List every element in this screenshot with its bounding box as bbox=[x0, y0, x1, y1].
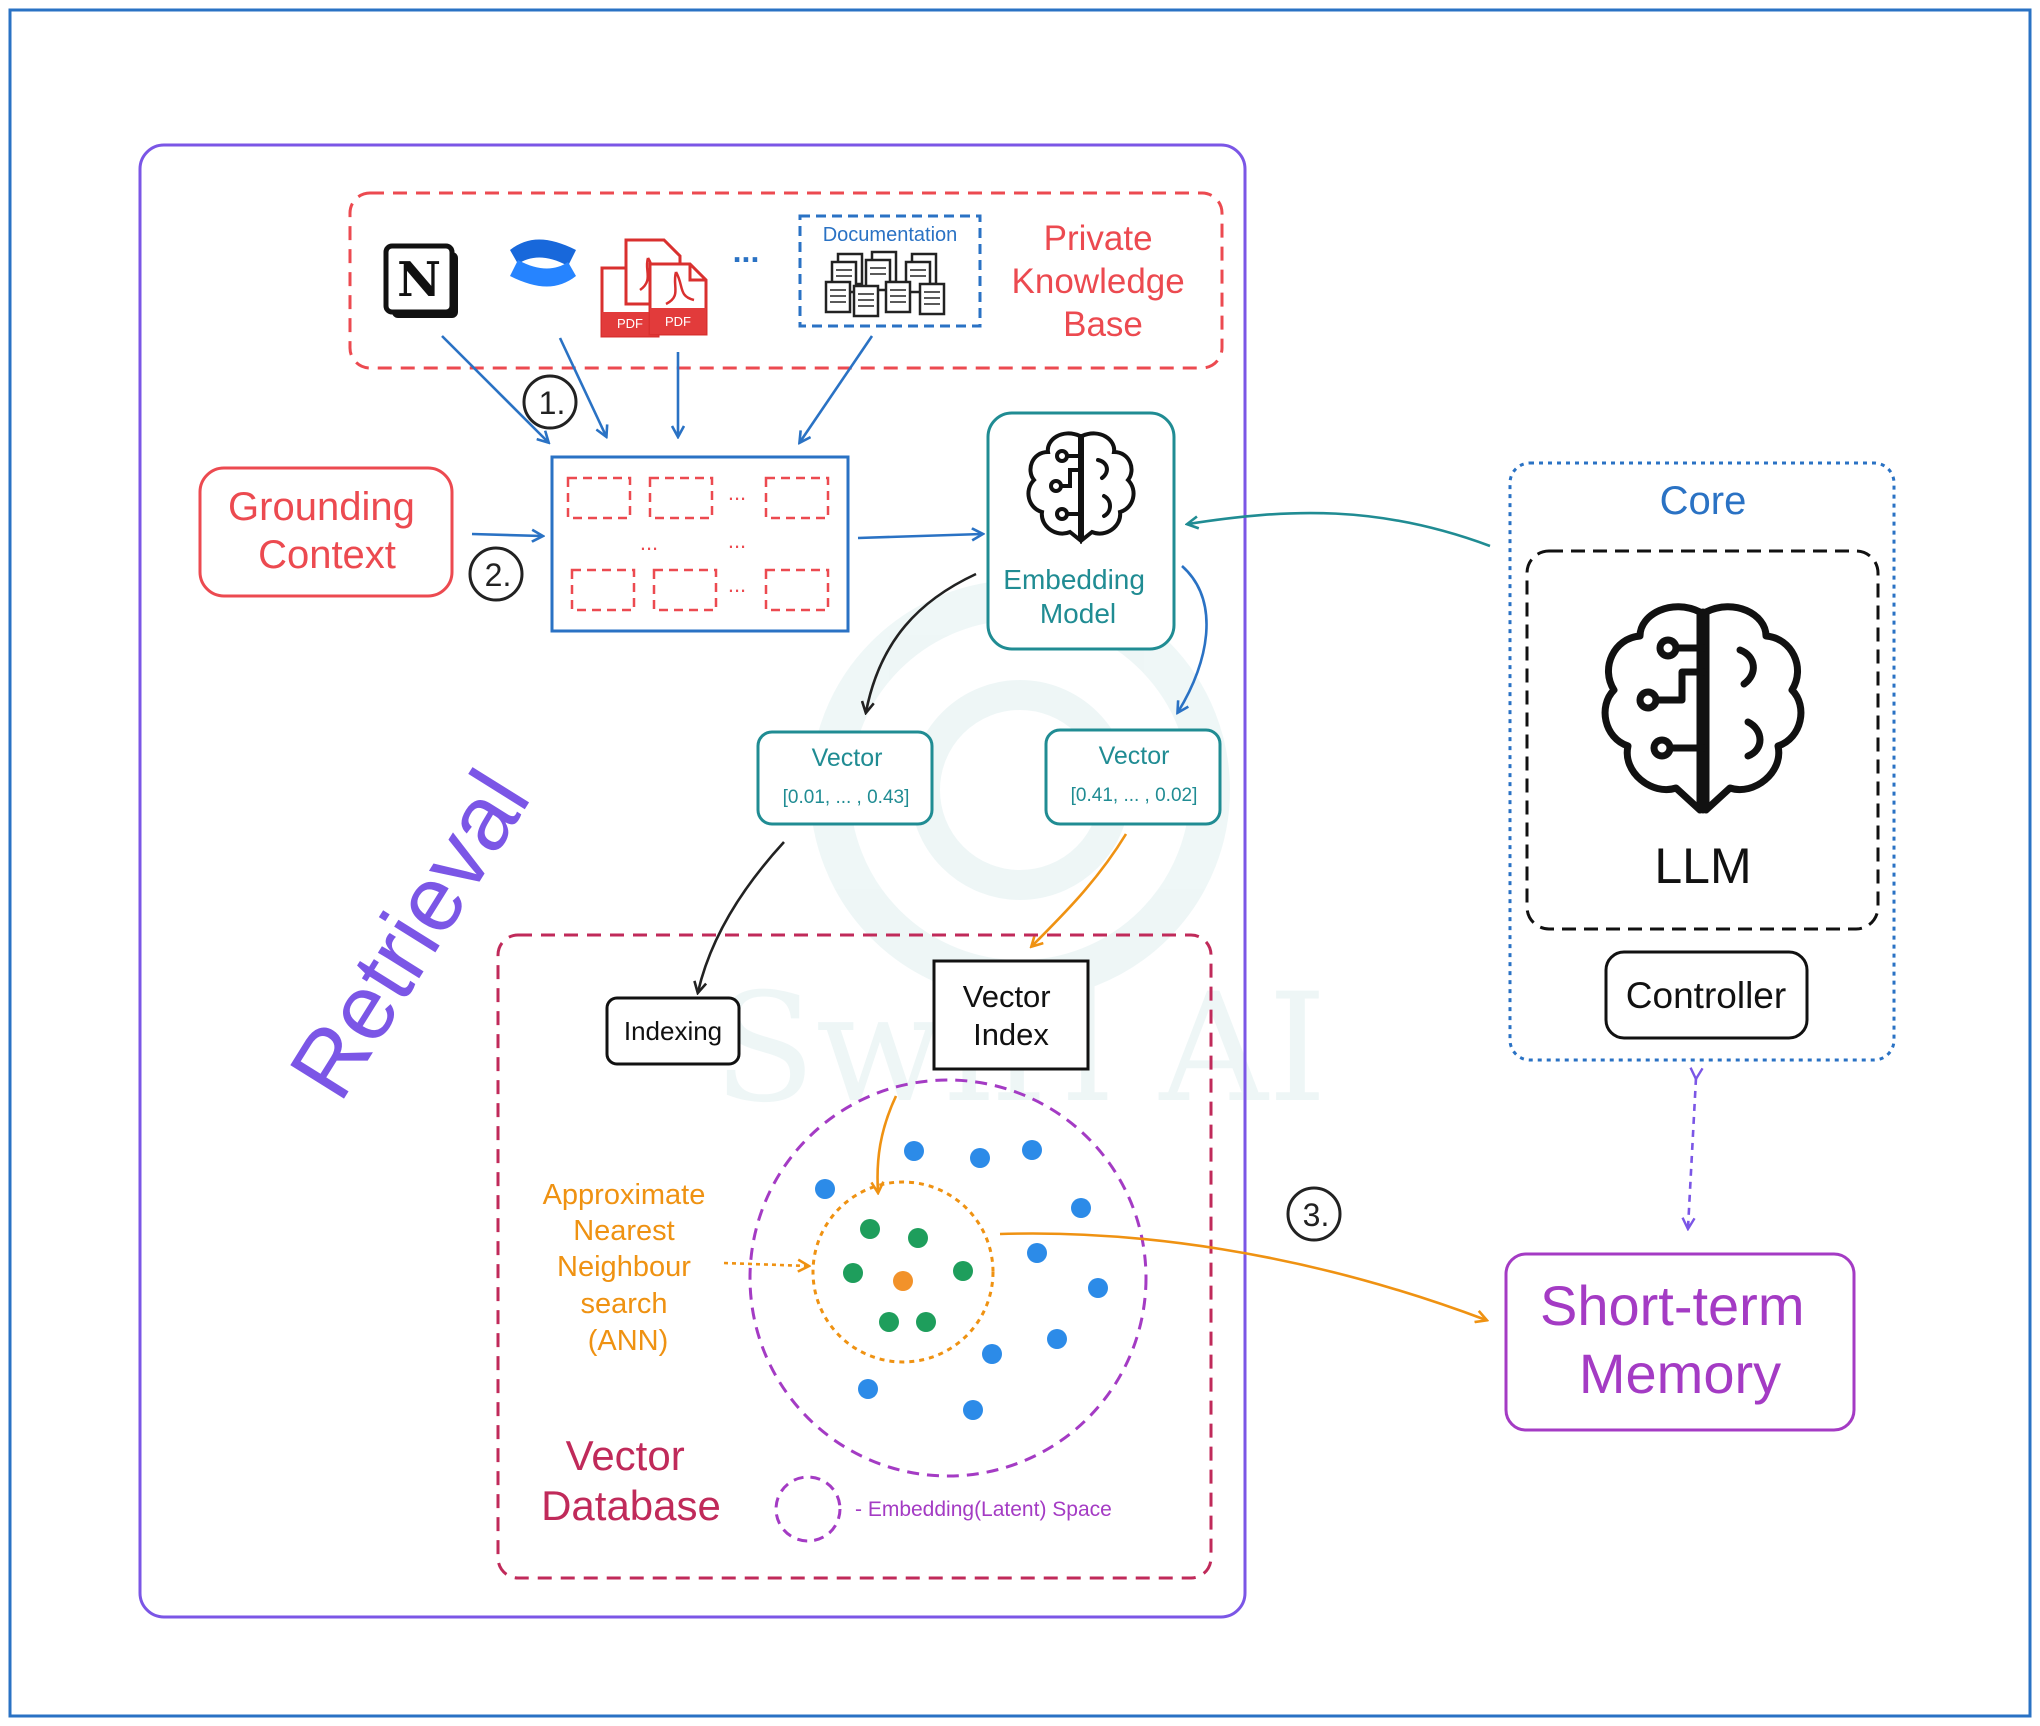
vector1-to-indexing-arrow bbox=[698, 841, 785, 992]
point-blue bbox=[1088, 1278, 1108, 1298]
step-3-badge: 3. bbox=[1286, 1186, 1342, 1242]
point-green bbox=[953, 1261, 973, 1281]
svg-text:1.: 1. bbox=[539, 385, 566, 421]
documentation-icon: Documentation bbox=[798, 214, 982, 328]
svg-text:...: ... bbox=[640, 530, 658, 555]
point-green bbox=[860, 1219, 880, 1239]
svg-text:...: ... bbox=[728, 528, 746, 553]
chunk-cells bbox=[566, 476, 830, 612]
svg-text:2.: 2. bbox=[485, 557, 512, 593]
ann-pointer-arrow bbox=[723, 1263, 808, 1266]
outer-frame bbox=[8, 8, 2032, 1718]
legend-embedding-space-label: - Embedding(Latent) Space bbox=[855, 1498, 1112, 1521]
knowledge-base-box bbox=[348, 191, 1224, 370]
vector-index-label: Vector Index bbox=[963, 979, 1060, 1052]
point-blue bbox=[904, 1141, 924, 1161]
ann-to-memory-arrow bbox=[999, 1232, 1486, 1320]
legend-embedding-space-icon bbox=[774, 1475, 842, 1543]
knowledge-base-ellipsis: ... bbox=[733, 233, 760, 269]
point-blue bbox=[963, 1400, 983, 1420]
core-to-embedding-arrow bbox=[1188, 511, 1491, 548]
ann-neighbourhood bbox=[811, 1180, 995, 1364]
vector-index-box bbox=[932, 959, 1090, 1071]
point-blue bbox=[1027, 1243, 1047, 1263]
point-blue bbox=[982, 1344, 1002, 1364]
svg-text:...: ... bbox=[728, 480, 746, 505]
embedding-to-vector2-arrow bbox=[1178, 565, 1208, 712]
embedding-brain-icon bbox=[1026, 431, 1136, 545]
vector2-to-index-arrow bbox=[1032, 833, 1128, 946]
point-blue bbox=[1022, 1140, 1042, 1160]
point-green bbox=[879, 1312, 899, 1332]
chunks-box bbox=[550, 455, 850, 633]
indexing-label: Indexing bbox=[624, 1016, 722, 1046]
point-blue bbox=[815, 1179, 835, 1199]
grounding-arrow bbox=[471, 534, 542, 536]
vector-database-title: Vector Database bbox=[541, 1432, 721, 1529]
kb-arrows bbox=[441, 335, 874, 442]
chunk-ellipses: ... ... ... ... bbox=[640, 480, 746, 597]
knowledge-base-title: Private Knowledge Base bbox=[1012, 219, 1195, 344]
documentation-label: Documentation bbox=[823, 224, 958, 246]
point-blue bbox=[1071, 1198, 1091, 1218]
vector-2-value: [0.41, ... , 0.02] bbox=[1071, 785, 1198, 806]
embedding-space bbox=[748, 1078, 1148, 1478]
svg-text:PDF: PDF bbox=[617, 316, 643, 331]
point-green bbox=[908, 1228, 928, 1248]
vector-box-1: Vector [0.01, ... , 0.43] bbox=[756, 730, 934, 826]
core-memory-arrow bbox=[1688, 1078, 1696, 1228]
step-2-badge: 2. bbox=[468, 546, 524, 602]
pdf-icon: PDF PDF bbox=[600, 238, 708, 338]
retrieval-title: Retrieval bbox=[270, 754, 549, 1116]
core-box bbox=[1508, 461, 1896, 1062]
point-blue bbox=[1047, 1329, 1067, 1349]
controller-label: Controller bbox=[1626, 975, 1786, 1016]
svg-text:3.: 3. bbox=[1303, 1197, 1330, 1233]
embedding-to-vector1-arrow bbox=[866, 572, 977, 712]
svg-text:PDF: PDF bbox=[665, 314, 691, 329]
point-query bbox=[893, 1271, 913, 1291]
index-to-ann-arrow bbox=[878, 1095, 898, 1192]
svg-text:N: N bbox=[397, 252, 441, 308]
latent-points bbox=[815, 1140, 1108, 1420]
ann-label: Approximate Nearest Neighbour search (AN… bbox=[543, 1179, 714, 1357]
core-title: Core bbox=[1660, 479, 1747, 523]
vector-1-title: Vector bbox=[812, 744, 883, 772]
llm-brain-icon bbox=[1601, 603, 1805, 814]
controller-box bbox=[1604, 950, 1809, 1040]
indexing-box bbox=[605, 996, 741, 1066]
point-blue bbox=[970, 1148, 990, 1168]
vector-box-2: Vector [0.41, ... , 0.02] bbox=[1044, 728, 1222, 826]
grounding-context-label: Grounding Context bbox=[228, 485, 426, 577]
embedding-model-label: Embedding Model bbox=[1003, 564, 1152, 629]
llm-label: LLM bbox=[1654, 838, 1751, 894]
step-1-badge: 1. bbox=[522, 374, 578, 430]
point-blue bbox=[858, 1379, 878, 1399]
short-term-memory-box bbox=[1504, 1252, 1856, 1432]
point-green bbox=[916, 1312, 936, 1332]
vector-2-title: Vector bbox=[1099, 742, 1170, 770]
confluence-icon bbox=[510, 239, 576, 287]
point-green bbox=[843, 1263, 863, 1283]
chunks-to-embedding-arrow bbox=[857, 534, 982, 538]
grounding-context-box bbox=[198, 466, 454, 598]
short-term-memory-label: Short-term Memory bbox=[1540, 1274, 1820, 1405]
vector-1-value: [0.01, ... , 0.43] bbox=[783, 787, 910, 808]
svg-text:...: ... bbox=[728, 572, 746, 597]
retrieval-container bbox=[138, 143, 1247, 1619]
notion-icon: N bbox=[383, 243, 458, 318]
